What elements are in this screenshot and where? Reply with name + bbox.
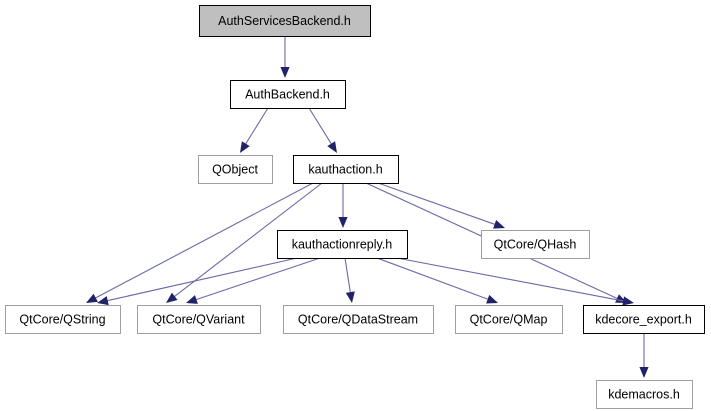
edge-kauthaction-to-qvariant <box>166 182 323 303</box>
edge-kauthaction-to-qhash <box>377 182 505 229</box>
node-label-authservicesbackend: AuthServicesBackend.h <box>218 14 351 28</box>
node-qvariant[interactable]: QtCore/QVariant <box>137 305 261 334</box>
node-label-qvariant: QtCore/QVariant <box>152 312 245 326</box>
node-layer: AuthServicesBackend.hAuthBackend.hQObjec… <box>5 5 705 409</box>
node-qdatastream[interactable]: QtCore/QDataStream <box>283 305 434 334</box>
node-authbackend[interactable]: AuthBackend.h <box>230 80 346 109</box>
node-label-kdecore_export: kdecore_export.h <box>595 312 692 326</box>
node-kauthaction[interactable]: kauthaction.h <box>293 155 399 184</box>
node-qmap[interactable]: QtCore/QMap <box>455 305 563 334</box>
edge-authservicesbackend-to-authbackend <box>280 36 290 78</box>
edge-kauthactionreply-to-qmap <box>376 257 498 304</box>
edge-kauthactionreply-to-qvariant <box>186 257 321 304</box>
node-kdemacros[interactable]: kdemacros.h <box>596 380 693 409</box>
node-qhash[interactable]: QtCore/QHash <box>481 230 590 259</box>
node-label-kauthaction: kauthaction.h <box>308 162 382 176</box>
edge-kauthactionreply-to-kdecore_export <box>396 257 634 306</box>
node-label-qobject: QObject <box>212 162 258 176</box>
edge-kauthaction-to-qstring <box>86 182 314 303</box>
edge-kauthactionreply-to-qstring <box>97 257 298 306</box>
edge-kauthaction-to-kauthactionreply <box>338 183 348 228</box>
node-label-qmap: QtCore/QMap <box>470 312 548 326</box>
edge-kdecore_export-to-kdemacros <box>639 333 649 378</box>
node-qstring[interactable]: QtCore/QString <box>5 305 121 334</box>
edge-authbackend-to-kauthaction <box>308 107 337 153</box>
node-label-qdatastream: QtCore/QDataStream <box>298 312 418 326</box>
node-label-authbackend: AuthBackend.h <box>245 87 330 101</box>
node-label-qstring: QtCore/QString <box>19 312 105 326</box>
node-label-kauthactionreply: kauthactionreply.h <box>292 237 393 251</box>
node-authservicesbackend[interactable]: AuthServicesBackend.h <box>199 5 371 37</box>
node-kdecore_export[interactable]: kdecore_export.h <box>583 305 705 334</box>
node-kauthactionreply[interactable]: kauthactionreply.h <box>277 230 408 259</box>
edge-kauthactionreply-to-qdatastream <box>344 257 355 303</box>
edge-authbackend-to-qobject <box>240 107 269 153</box>
edge-layer <box>86 36 649 378</box>
node-label-kdemacros: kdemacros.h <box>608 387 680 401</box>
node-qobject[interactable]: QObject <box>198 155 273 184</box>
node-label-qhash: QtCore/QHash <box>494 237 577 251</box>
